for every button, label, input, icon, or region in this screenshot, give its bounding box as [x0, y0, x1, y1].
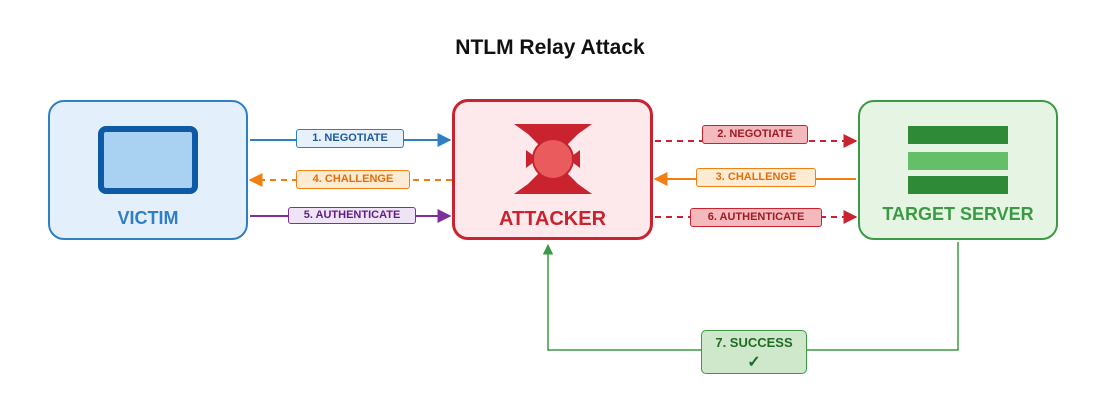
- attacker-label: ATTACKER: [498, 208, 607, 230]
- victim-label: VICTIM: [117, 208, 179, 228]
- edge-label-2-negotiate: 2. NEGOTIATE: [702, 125, 808, 144]
- checkmark-icon: ✓: [747, 354, 761, 371]
- target-server-node[interactable]: TARGET SERVER: [858, 100, 1058, 240]
- edge-label-1-negotiate: 1. NEGOTIATE: [296, 129, 404, 148]
- server-bar-middle: [908, 152, 1008, 170]
- success-text: 7. SUCCESS: [715, 335, 793, 350]
- diagram-title: NTLM Relay Attack: [455, 36, 645, 59]
- monitor-icon: [98, 126, 198, 194]
- victim-node[interactable]: VICTIM: [48, 100, 248, 240]
- edge-label-6-authenticate: 6. AUTHENTICATE: [690, 208, 822, 227]
- server-bar-bottom: [908, 176, 1008, 194]
- edge-label-4-challenge: 4. CHALLENGE: [296, 170, 410, 189]
- hourglass-icon: [510, 122, 596, 201]
- attacker-node[interactable]: ATTACKER: [452, 99, 653, 240]
- edge-label-5-authenticate: 5. AUTHENTICATE: [288, 207, 416, 224]
- server-bar-top: [908, 126, 1008, 144]
- target-server-label: TARGET SERVER: [882, 204, 1034, 224]
- monitor-screen: [104, 132, 192, 188]
- edge-label-3-challenge: 3. CHALLENGE: [696, 168, 816, 187]
- edge-label-7-success: 7. SUCCESS ✓: [701, 330, 807, 374]
